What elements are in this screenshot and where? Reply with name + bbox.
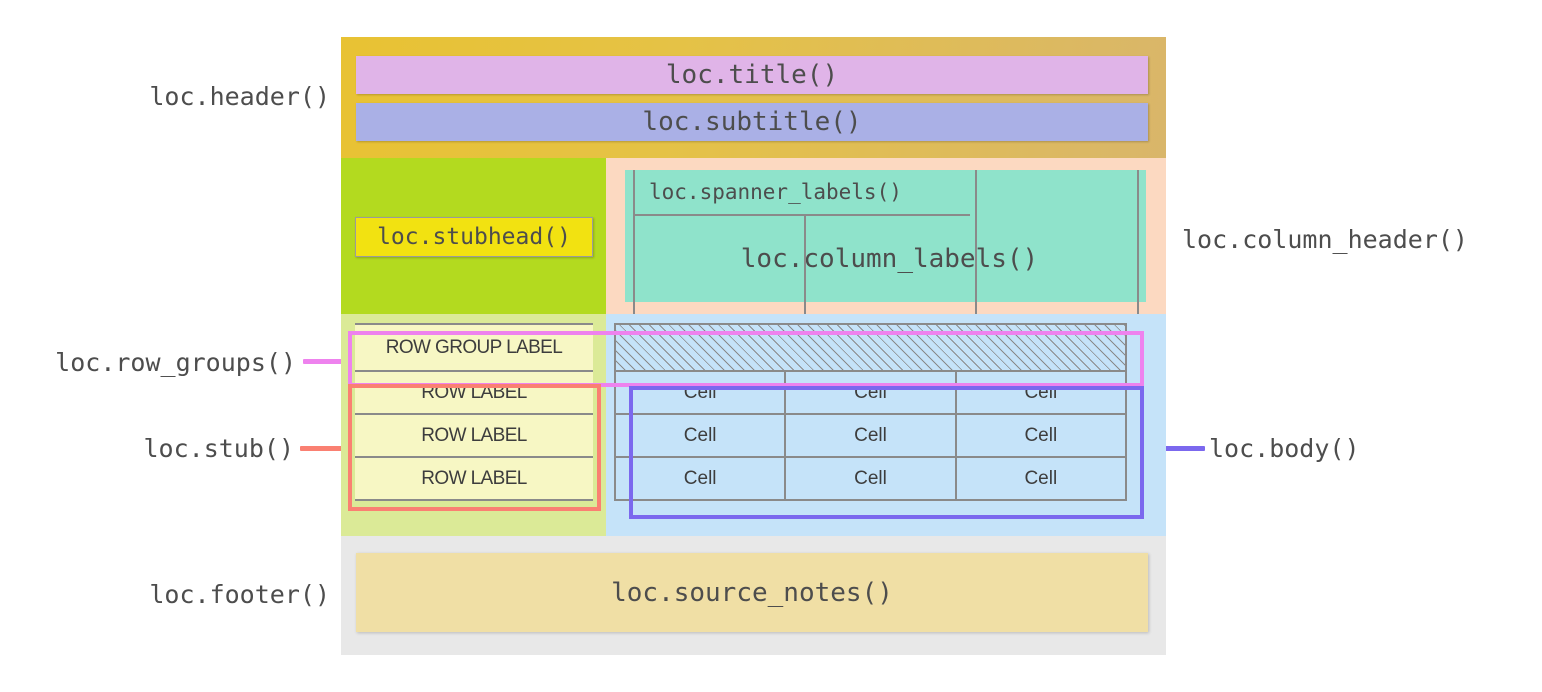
table-diagram: loc.title() loc.subtitle() loc.stubhead(… [341, 37, 1166, 655]
spanner-cell: loc.spanner_labels() [633, 170, 970, 216]
grid-vline-4 [1137, 170, 1139, 314]
row-group-row: ROW GROUP LABEL [355, 323, 593, 372]
table-row: ROW LABEL [355, 413, 593, 458]
grid-vline-2 [804, 216, 806, 314]
stubhead-region: loc.stubhead() [341, 158, 606, 314]
table-row: ROW LABEL [355, 370, 593, 415]
annotation-loc-row-groups: loc.row_groups() [34, 348, 296, 377]
column-header-region: loc.spanner_labels() loc.column_labels() [606, 158, 1166, 314]
spanner-row: loc.spanner_labels() [625, 170, 1146, 216]
row-label-cell: ROW LABEL [355, 370, 593, 415]
row-group-hatch-cell [614, 323, 1127, 372]
annotation-loc-column-header: loc.column_header() [1182, 225, 1468, 254]
title-block: loc.title() [356, 56, 1148, 94]
body-region: Cell Cell Cell Cell Cell Cell Cell Cell … [606, 314, 1166, 536]
stubhead-label: loc.stubhead() [377, 224, 571, 250]
stubhead-block: loc.stubhead() [355, 217, 593, 257]
row-group-spacer-row [614, 323, 1127, 372]
source-notes-block: loc.source_notes() [356, 553, 1148, 632]
row-label-cell: ROW LABEL [355, 456, 593, 501]
annotation-loc-stub-label: loc.stub() [143, 434, 294, 463]
column-labels-row: loc.column_labels() [633, 216, 1146, 302]
annotation-loc-column-header-label: loc.column_header() [1182, 225, 1468, 254]
table-row: Cell Cell Cell [613, 413, 1128, 458]
annotation-loc-header-label: loc.header() [149, 82, 330, 111]
table-row: ROW LABEL [355, 456, 593, 501]
body-cell: Cell [954, 370, 1128, 415]
connector-body [1157, 446, 1205, 451]
annotation-loc-footer-label: loc.footer() [149, 580, 330, 609]
annotation-loc-stub: loc.stub() [104, 434, 294, 463]
body-cell: Cell [613, 370, 787, 415]
body-cell: Cell [954, 413, 1128, 458]
subtitle-block: loc.subtitle() [356, 103, 1148, 141]
connector-row-groups [303, 359, 350, 364]
table-row: Cell Cell Cell [613, 456, 1128, 501]
grid-vline-3 [975, 170, 977, 314]
source-notes-label: loc.source_notes() [611, 577, 893, 608]
column-labels-label: loc.column_labels() [740, 244, 1039, 274]
grid-vline-1 [633, 170, 635, 314]
stub-region: ROW GROUP LABEL ROW LABEL ROW LABEL ROW … [341, 314, 606, 536]
header-region: loc.title() loc.subtitle() [341, 37, 1166, 158]
table-row: Cell Cell Cell [613, 370, 1128, 415]
body-cell: Cell [954, 456, 1128, 501]
body-cell: Cell [613, 413, 787, 458]
connector-stub [300, 446, 350, 451]
body-cell: Cell [784, 370, 957, 415]
body-cell: Cell [613, 456, 787, 501]
annotation-loc-header: loc.header() [100, 82, 330, 111]
annotation-loc-body: loc.body() [1209, 434, 1360, 463]
subtitle-label: loc.subtitle() [642, 107, 862, 137]
body-grid: Cell Cell Cell Cell Cell Cell Cell Cell … [613, 323, 1128, 501]
annotation-loc-footer: loc.footer() [104, 580, 330, 609]
row-group-label-cell: ROW GROUP LABEL [355, 323, 593, 372]
stub-grid: ROW GROUP LABEL ROW LABEL ROW LABEL ROW … [355, 323, 593, 501]
body-cell: Cell [784, 456, 957, 501]
spanner-labels-label: loc.spanner_labels() [649, 180, 902, 204]
annotation-loc-body-label: loc.body() [1209, 434, 1360, 463]
row-label-cell: ROW LABEL [355, 413, 593, 458]
annotation-loc-row-groups-label: loc.row_groups() [55, 348, 296, 377]
body-cell: Cell [784, 413, 957, 458]
title-label: loc.title() [665, 60, 839, 90]
footer-region: loc.source_notes() [341, 536, 1166, 655]
column-header-inner: loc.spanner_labels() loc.column_labels() [625, 170, 1146, 302]
